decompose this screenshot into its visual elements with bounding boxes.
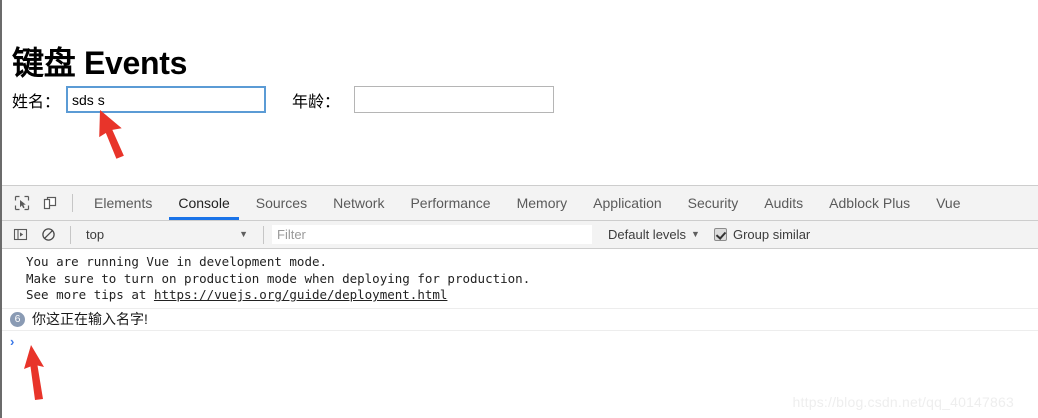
tab-network[interactable]: Network <box>333 194 385 211</box>
toolbar-divider <box>72 194 73 212</box>
name-label: 姓名： <box>12 93 61 111</box>
tab-vue[interactable]: Vue <box>936 194 961 211</box>
warning-line-3: See more tips at <box>26 287 154 302</box>
console-sidebar-icon[interactable] <box>6 222 34 248</box>
warning-line-1: You are running Vue in development mode. <box>26 254 328 269</box>
age-label: 年龄： <box>292 93 341 111</box>
console-context-select[interactable]: top ▼ <box>79 227 255 242</box>
group-similar-checkbox[interactable] <box>713 228 727 241</box>
filterbar-divider-2 <box>263 225 264 244</box>
group-similar-label: Group similar <box>732 227 811 242</box>
console-filter-input[interactable] <box>272 225 592 244</box>
prompt-chevron-icon: › <box>10 333 15 349</box>
vue-deployment-link[interactable]: https://vuejs.org/guide/deployment.html <box>153 287 448 302</box>
chevron-down-icon: ▼ <box>691 229 700 239</box>
tab-sources[interactable]: Sources <box>255 194 308 211</box>
devtools-panel: Elements Console Sources Network Perform… <box>2 185 1038 418</box>
tab-elements[interactable]: Elements <box>94 194 153 211</box>
tab-application[interactable]: Application <box>593 194 662 211</box>
console-prompt-row[interactable]: › <box>2 331 1038 359</box>
devtools-tabbar: Elements Console Sources Network Perform… <box>2 186 1038 221</box>
console-levels-dropdown[interactable]: Default levels ▼ <box>608 227 700 242</box>
tab-performance[interactable]: Performance <box>410 194 491 211</box>
console-vue-dev-warning: You are running Vue in development mode.… <box>2 249 1038 309</box>
page-title: 键盘 Events <box>12 45 188 82</box>
group-similar-toggle[interactable]: Group similar <box>713 227 811 242</box>
device-toolbar-icon[interactable] <box>36 190 64 216</box>
web-page-viewport: 键盘 Events 姓名： 年龄： <box>2 0 1038 185</box>
console-context-value: top <box>86 227 105 242</box>
form-row: 姓名： 年龄： <box>12 86 555 113</box>
watermark: https://blog.csdn.net/qq_40147863 <box>792 394 1014 410</box>
inspect-element-icon[interactable] <box>8 190 36 216</box>
tab-console[interactable]: Console <box>165 187 242 220</box>
console-filterbar: top ▼ Default levels ▼ Group similar <box>2 221 1038 249</box>
clear-console-icon[interactable] <box>34 222 62 248</box>
tab-memory[interactable]: Memory <box>516 194 568 211</box>
chevron-down-icon: ▼ <box>239 229 248 239</box>
name-input[interactable] <box>66 86 267 113</box>
log-repeat-count-badge: 6 <box>10 311 25 327</box>
age-input[interactable] <box>354 86 555 113</box>
tab-adblock-plus[interactable]: Adblock Plus <box>829 194 911 211</box>
tab-security[interactable]: Security <box>687 194 739 211</box>
tab-audits[interactable]: Audits <box>764 194 804 211</box>
filterbar-divider-1 <box>70 225 71 244</box>
console-log-row: 6 你这正在输入名字! <box>2 309 1038 331</box>
warning-line-2: Make sure to turn on production mode whe… <box>26 270 531 286</box>
console-levels-label: Default levels <box>608 227 687 242</box>
console-log-message: 你这正在输入名字! <box>32 311 148 327</box>
console-message-list[interactable]: You are running Vue in development mode.… <box>2 249 1038 417</box>
